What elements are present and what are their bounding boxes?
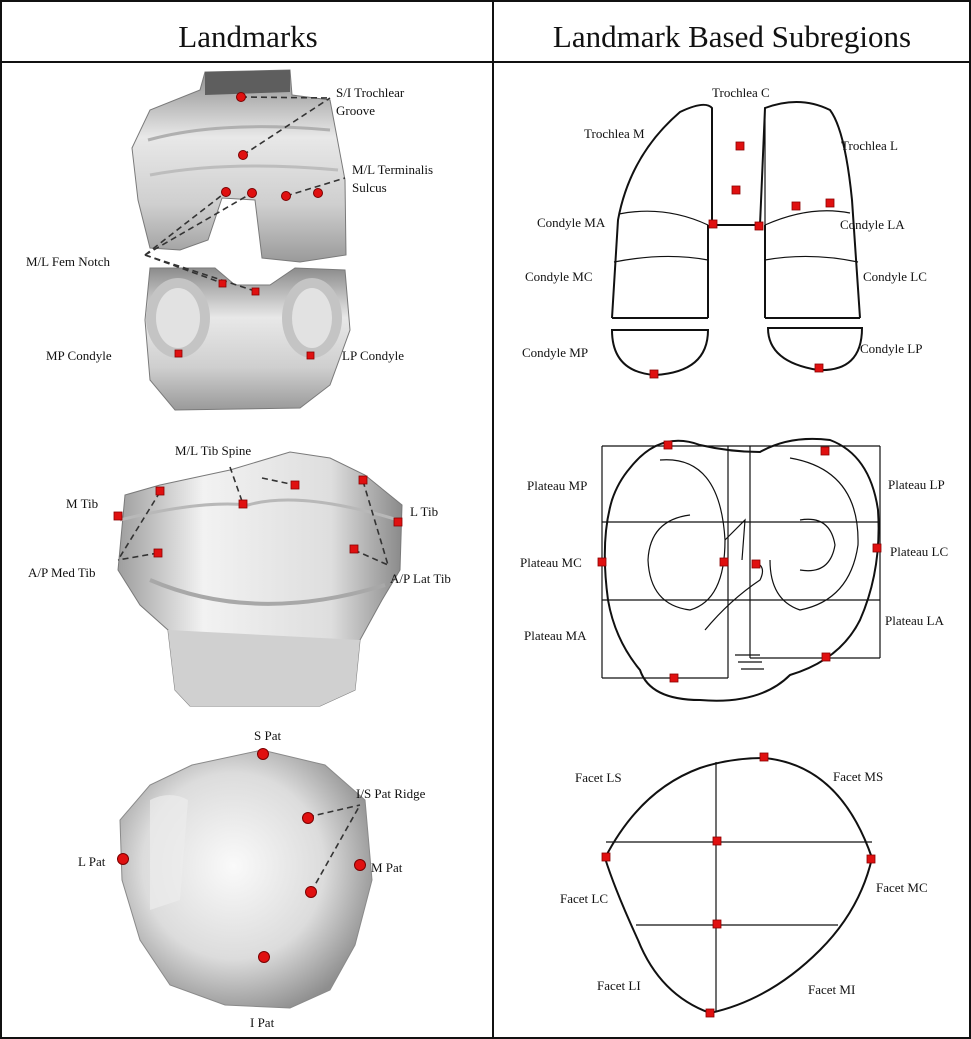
i-pat-marker — [259, 952, 270, 963]
fem-notch-medial-marker — [222, 188, 231, 197]
condyle-la-lateral-marker — [826, 199, 834, 207]
trochlear-groove-leader — [241, 97, 330, 98]
ap-lat-tib-marker — [350, 545, 358, 553]
facet-center-lower-marker — [713, 920, 721, 928]
header-landmarks: Landmarks — [178, 19, 317, 54]
tib-spine-medial-marker — [239, 500, 247, 508]
plateau-la-marker — [822, 653, 830, 661]
label-trochlear-groove-2: Groove — [336, 103, 375, 118]
s-pat-marker — [258, 749, 269, 760]
label-plateau-la: Plateau LA — [885, 613, 944, 628]
header-subregions: Landmark Based Subregions — [553, 19, 911, 54]
ap-med-tib-marker — [154, 549, 162, 557]
l-tib-marker — [394, 518, 402, 526]
label-plateau-lc: Plateau LC — [890, 544, 948, 559]
label-condyle-la: Condyle LA — [840, 217, 905, 232]
tibia-subregion-diagram — [602, 439, 880, 701]
label-facet-lc: Facet LC — [560, 891, 608, 906]
label-s-pat: S Pat — [254, 728, 281, 743]
trochlea-c-lower-marker — [732, 186, 740, 194]
fem-notch-post-lateral-marker — [252, 288, 259, 295]
label-condyle-mc: Condyle MC — [525, 269, 593, 284]
condyle-lp-marker — [815, 364, 823, 372]
label-condyle-lc: Condyle LC — [863, 269, 927, 284]
label-condyle-mp: Condyle MP — [522, 345, 588, 360]
label-condyle-ma: Condyle MA — [537, 215, 606, 230]
lp-condyle-marker — [307, 352, 314, 359]
condyle-la-mid-marker — [792, 202, 800, 210]
label-plateau-mc: Plateau MC — [520, 555, 582, 570]
label-facet-mc: Facet MC — [876, 880, 928, 895]
mp-condyle-marker — [175, 350, 182, 357]
facet-mc-marker — [867, 855, 875, 863]
label-lp-condyle: LP Condyle — [342, 348, 404, 363]
trochlear-groove-inferior-marker — [239, 151, 248, 160]
trochlea-c-upper-marker — [736, 142, 744, 150]
l-tib-ant-marker — [359, 476, 367, 484]
patella-model — [120, 750, 372, 1008]
terminalis-sulcus-medial-marker — [282, 192, 291, 201]
m-pat-marker — [355, 860, 366, 871]
l-pat-marker — [118, 854, 129, 865]
plateau-ma-marker — [670, 674, 678, 682]
label-fem-notch: M/L Fem Notch — [26, 254, 111, 269]
label-facet-mi: Facet MI — [808, 982, 855, 997]
label-m-pat: M Pat — [371, 860, 403, 875]
label-m-tib: M Tib — [66, 496, 98, 511]
label-mp-condyle: MP Condyle — [46, 348, 112, 363]
is-pat-ridge-inferior-marker — [306, 887, 317, 898]
label-facet-ls: Facet LS — [575, 770, 622, 785]
facet-ms-marker — [760, 753, 768, 761]
fem-notch-post-medial-marker — [219, 280, 226, 287]
facet-lc-marker — [602, 853, 610, 861]
facet-center-upper-marker — [713, 837, 721, 845]
label-is-pat-ridge: I/S Pat Ridge — [356, 786, 426, 801]
label-trochlear-groove-1: S/I Trochlear — [336, 85, 405, 100]
fem-notch-lateral-marker — [248, 189, 257, 198]
facet-inferior-marker — [706, 1009, 714, 1017]
label-l-pat: L Pat — [78, 854, 106, 869]
condyle-mp-marker — [650, 370, 658, 378]
label-plateau-ma: Plateau MA — [524, 628, 587, 643]
patella-subregion-diagram — [605, 758, 872, 1013]
label-trochlea-m: Trochlea M — [584, 126, 645, 141]
plateau-lc-marker — [873, 544, 881, 552]
label-terminalis-sulcus-1: M/L Terminalis — [352, 162, 433, 177]
plateau-mp-marker — [664, 441, 672, 449]
m-tib-ant-marker — [156, 487, 164, 495]
label-facet-ms: Facet MS — [833, 769, 883, 784]
label-trochlea-l: Trochlea L — [841, 138, 898, 153]
plateau-mc-marker — [598, 558, 606, 566]
trochlear-groove-superior-marker — [237, 93, 246, 102]
label-facet-li: Facet LI — [597, 978, 641, 993]
condyle-la-medial-marker — [755, 222, 763, 230]
label-plateau-lp: Plateau LP — [888, 477, 945, 492]
plateau-lp-marker — [821, 447, 829, 455]
is-pat-ridge-superior-marker — [303, 813, 314, 824]
condyle-ma-marker — [709, 220, 717, 228]
label-ap-lat-tib: A/P Lat Tib — [390, 571, 451, 586]
label-i-pat: I Pat — [250, 1015, 275, 1030]
label-plateau-mp: Plateau MP — [527, 478, 587, 493]
label-condyle-lp: Condyle LP — [860, 341, 922, 356]
label-trochlea-c: Trochlea C — [712, 85, 770, 100]
plateau-mc-spine-marker — [720, 558, 728, 566]
label-ap-med-tib: A/P Med Tib — [28, 565, 95, 580]
femur-condyles-model — [145, 268, 350, 410]
tib-spine-lateral-marker — [291, 481, 299, 489]
label-terminalis-sulcus-2: Sulcus — [352, 180, 387, 195]
label-tib-spine: M/L Tib Spine — [175, 443, 251, 458]
terminalis-sulcus-lateral-marker — [314, 189, 323, 198]
label-l-tib: L Tib — [410, 504, 438, 519]
m-tib-marker — [114, 512, 122, 520]
plateau-lc-spine-marker — [752, 560, 760, 568]
